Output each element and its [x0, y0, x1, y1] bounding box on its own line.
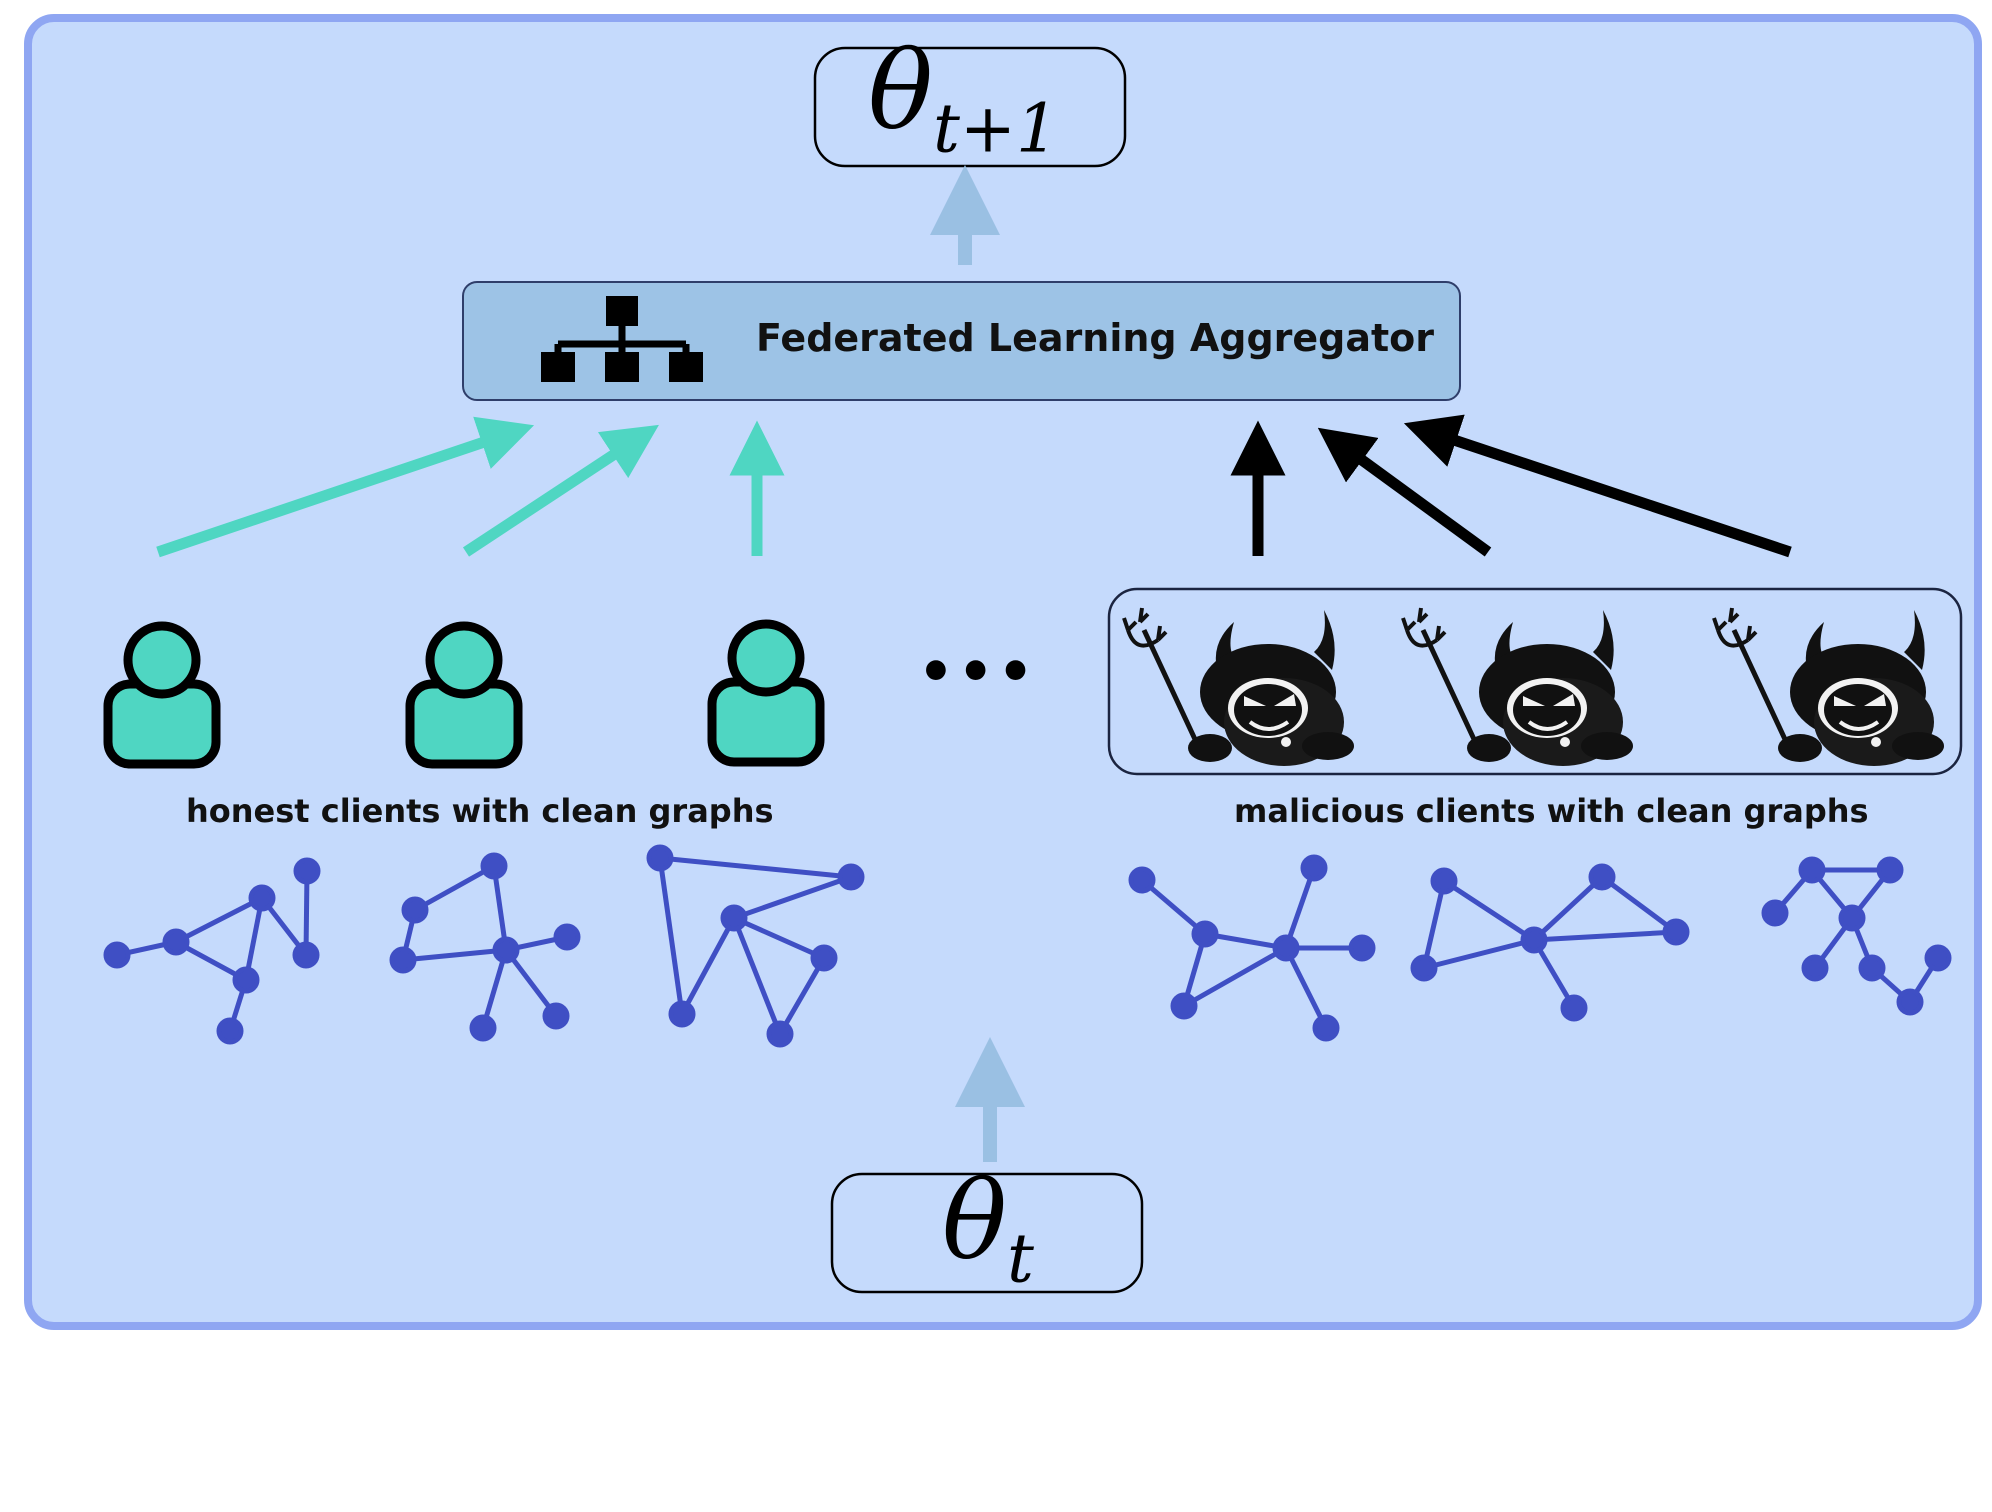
aggregator-label: Federated Learning Aggregator: [756, 316, 1435, 360]
honest-update-arrow-1: [156, 416, 535, 558]
theta-current-label: θt: [942, 1159, 1034, 1298]
honest-graph-2: [389, 852, 581, 1042]
honest-clients-label: honest clients with clean graphs: [186, 792, 774, 830]
malicious-graph-3: [1761, 856, 1952, 1016]
network-hierarchy-icon: [541, 296, 703, 382]
theta-next-label: θt+1: [868, 29, 1059, 168]
malicious-graph-1: [1128, 854, 1376, 1042]
honest-graph-1: [103, 857, 321, 1045]
malicious-clients-label: malicious clients with clean graphs: [1234, 792, 1869, 830]
malicious-graph-2: [1410, 863, 1690, 1022]
malicious-client-group: [1107, 587, 1963, 776]
malicious-update-arrow-2: [1317, 427, 1492, 557]
theta-current-box: [830, 1172, 1144, 1294]
aggregator-box: [462, 281, 1461, 401]
malicious-update-arrow-3: [1403, 414, 1792, 558]
ellipsis: •••: [918, 640, 1038, 705]
honest-update-arrow-2: [462, 424, 659, 557]
honest-graph-3: [646, 844, 865, 1048]
client-graphs: [103, 844, 1952, 1048]
